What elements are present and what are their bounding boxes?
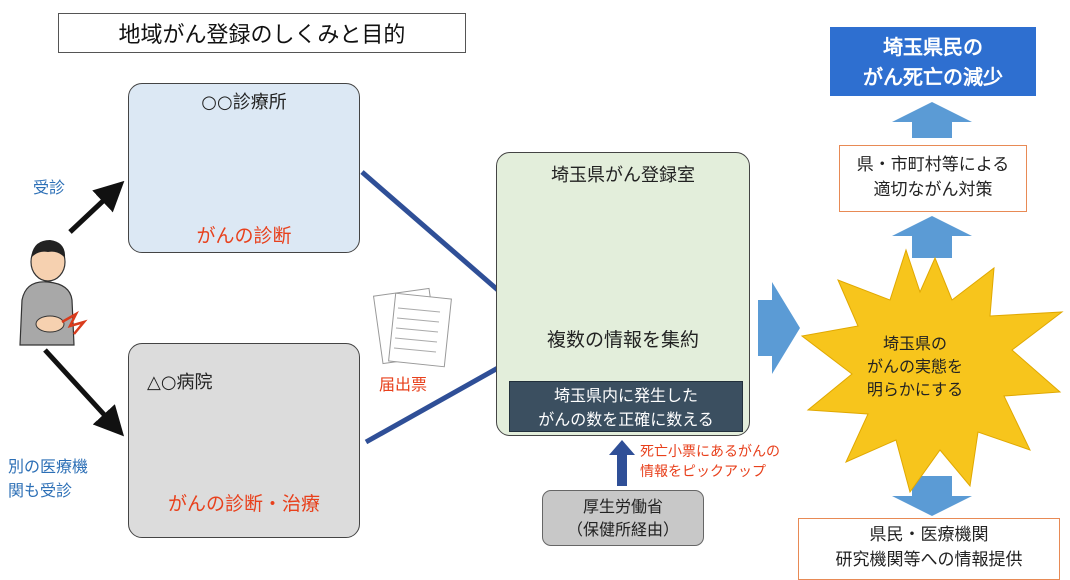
registry-count-line1: 埼玉県内に発生した	[553, 386, 698, 405]
arrow-down-to-provide	[892, 476, 972, 516]
arrow-registry-to-star	[758, 282, 800, 374]
other-visit-label: 別の医療機 関も受診	[8, 455, 88, 503]
arrow-patient-to-clinic	[68, 180, 125, 234]
death-certificate-line2: 情報をピックアップ	[640, 464, 766, 480]
hospital-role: がんの診断・治療	[167, 493, 320, 515]
visit-label: 受診	[33, 178, 66, 197]
goal-line2: がん死亡の減少	[863, 65, 1003, 89]
goal-line1: 埼玉県民の	[883, 35, 983, 59]
star-line2: がんの実態を	[866, 357, 963, 376]
arrow-up-to-measures	[892, 216, 972, 258]
registry-name: 埼玉県がん登録室	[551, 165, 695, 186]
report-form-label: 届出票	[379, 375, 428, 394]
mhlw-line2: （保健所経由）	[566, 520, 679, 539]
arrow-patient-to-hospital	[43, 348, 125, 437]
registry-count-bar: 埼玉県内に発生した がんの数を正確に数える	[509, 381, 743, 432]
measures-line2: 適切ながん対策	[873, 180, 993, 200]
star-line3: 明らかにする	[866, 380, 964, 399]
hospital-name: △○病院	[147, 372, 213, 393]
measures-box: 県・市町村等による 適切ながん対策	[839, 145, 1027, 212]
clinic-box: ○○診療所 がんの診断	[128, 83, 360, 253]
hospital-box: △○病院 がんの診断・治療	[128, 343, 360, 538]
goal-box: 埼玉県民の がん死亡の減少	[830, 27, 1036, 96]
other-visit-label-line2: 関も受診	[8, 481, 73, 500]
death-certificate-line1: 死亡小票にあるがんの	[640, 444, 780, 460]
mhlw-line1: 厚生労働省	[582, 497, 663, 516]
arrow-up-to-goal	[892, 102, 972, 138]
report-forms-illustration	[372, 287, 452, 368]
other-visit-label-line1: 別の医療機	[8, 457, 89, 476]
provide-line2: 研究機関等への情報提供	[835, 550, 1023, 570]
result-star-shape	[800, 248, 1064, 494]
star-text: 埼玉県の がんの実態を 明らかにする	[855, 332, 975, 401]
registry-collect-text: 複数の情報を集約	[546, 329, 699, 351]
provide-line1: 県民・医療機関	[869, 525, 989, 545]
page-title: 地域がん登録のしくみと目的	[58, 13, 466, 53]
registry-count-line2: がんの数を正確に数える	[538, 410, 714, 429]
patient-illustration	[19, 240, 88, 346]
mhlw-box: 厚生労働省 （保健所経由）	[542, 490, 704, 546]
death-certificate-note: 死亡小票にあるがんの 情報をピックアップ	[640, 442, 780, 482]
star-line1: 埼玉県の	[882, 334, 947, 353]
clinic-name: ○○診療所	[201, 92, 287, 113]
provide-box: 県民・医療機関 研究機関等への情報提供	[798, 518, 1060, 580]
arrow-mhlw-to-registry	[609, 440, 635, 486]
clinic-role: がんの診断	[196, 225, 292, 247]
measures-line1: 県・市町村等による	[856, 155, 1010, 175]
